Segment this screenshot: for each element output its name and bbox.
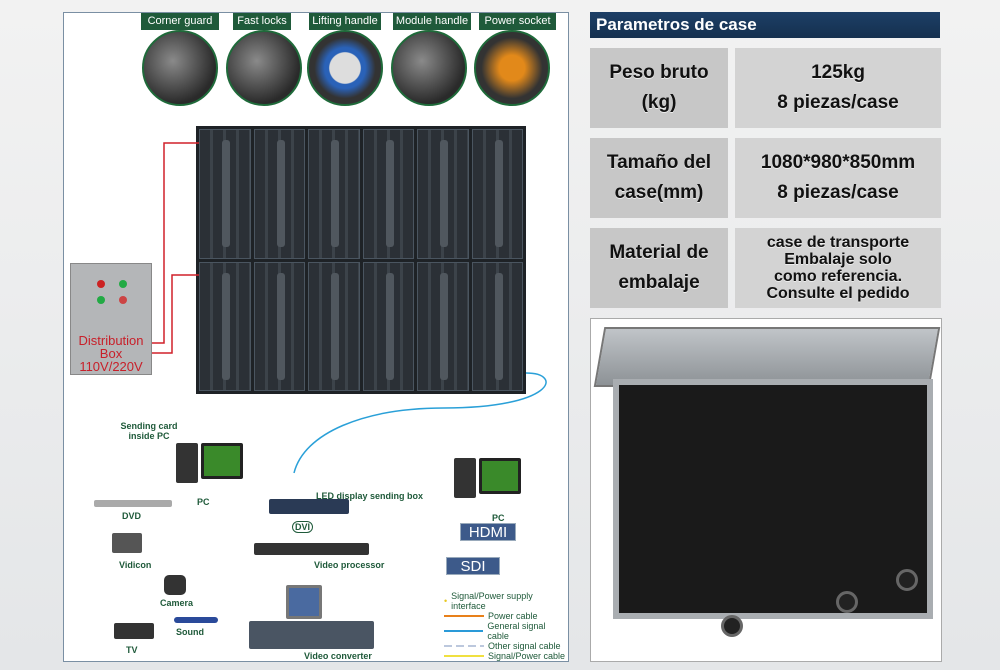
legend-label: Signal/Power cable bbox=[488, 651, 566, 661]
spec-value-line: como referencia. bbox=[773, 268, 903, 285]
distribution-box-label: Distribution bbox=[78, 333, 144, 348]
cabinet bbox=[362, 261, 414, 391]
legend-label: Other signal cable bbox=[488, 641, 561, 651]
indicator-light bbox=[119, 296, 127, 304]
callout-fast-locks: Fast locks bbox=[233, 13, 291, 30]
spec-label-line: Tamaño del bbox=[606, 152, 712, 173]
spec-label-weight: Peso bruto (kg) bbox=[590, 48, 728, 128]
spec-label-material: Material de embalaje bbox=[590, 228, 728, 308]
cabinet bbox=[362, 129, 414, 259]
dvd-player bbox=[94, 500, 172, 507]
camera-label: Camera bbox=[160, 598, 194, 608]
sound-label: Sound bbox=[176, 627, 204, 637]
pc-tower bbox=[176, 443, 198, 483]
legend-label: Power cable bbox=[488, 611, 538, 621]
tv-label: TV bbox=[126, 645, 138, 655]
cabinet bbox=[308, 261, 360, 391]
spec-value-line: 125kg bbox=[811, 62, 865, 83]
specs-title: Parametros de case bbox=[590, 12, 940, 38]
camera-device bbox=[164, 575, 186, 595]
sdi-tag: SDI bbox=[446, 557, 500, 575]
flight-case-photo bbox=[590, 318, 942, 662]
video-converter bbox=[249, 621, 374, 649]
indicator-light bbox=[119, 280, 127, 288]
spec-value-line: 1080*980*850mm bbox=[760, 152, 916, 173]
module-handle-image bbox=[391, 30, 467, 106]
callout-power-socket: Power socket bbox=[479, 13, 556, 30]
cable-legend: •Signal/Power supply interface Power cab… bbox=[444, 591, 568, 661]
callout-corner-guard: Corner guard bbox=[141, 13, 219, 30]
legend-label: General signal cable bbox=[487, 621, 546, 641]
video-converter-label: Video converter bbox=[304, 651, 372, 661]
spec-label-line: Material de bbox=[609, 242, 709, 263]
indicator-light bbox=[97, 296, 105, 304]
hdmi-tag: HDMI bbox=[460, 523, 516, 541]
vidicon-device bbox=[112, 533, 142, 553]
video-processor bbox=[254, 543, 369, 555]
legend-item: General signal cable bbox=[444, 621, 568, 641]
cabinet bbox=[199, 129, 251, 259]
cabinet bbox=[417, 129, 469, 259]
spec-value-line: case de transporte bbox=[766, 234, 910, 251]
dvi-label: DVI bbox=[292, 521, 314, 533]
legend-item: •Signal/Power supply interface bbox=[444, 591, 568, 611]
pc-monitor bbox=[201, 443, 243, 479]
vidicon-label: Vidicon bbox=[119, 560, 152, 570]
legend-item: Power cable bbox=[444, 611, 568, 621]
led-installation-diagram: Corner guard Fast locks Lifting handle M… bbox=[63, 12, 569, 662]
cabinet bbox=[471, 129, 523, 259]
pc-tower bbox=[454, 458, 476, 498]
spec-value-weight: 125kg 8 piezas/case bbox=[735, 48, 941, 128]
video-processor-label: Video processor bbox=[314, 560, 385, 570]
spec-label-line: case(mm) bbox=[614, 182, 704, 203]
spec-value-size: 1080*980*850mm 8 piezas/case bbox=[735, 138, 941, 218]
spec-value-line: Consulte el pedido bbox=[766, 285, 910, 302]
power-socket-image bbox=[474, 30, 550, 106]
cabinet bbox=[417, 261, 469, 391]
dvd-label: DVD bbox=[122, 511, 142, 521]
microphone-device bbox=[174, 617, 218, 623]
distribution-box: Distribution Box 110V/220V bbox=[70, 263, 152, 375]
spec-label-line: (kg) bbox=[641, 92, 677, 113]
sending-card-label: Sending card inside PC bbox=[120, 421, 178, 441]
cabinet bbox=[471, 261, 523, 391]
indicator-light bbox=[97, 280, 105, 288]
spec-label-line: Peso bruto bbox=[609, 62, 709, 83]
pc-monitor bbox=[479, 458, 521, 494]
case-lid bbox=[593, 327, 941, 387]
pc-label: PC bbox=[492, 513, 505, 523]
converter-screen bbox=[286, 585, 322, 619]
led-screen-cabinets bbox=[196, 126, 526, 394]
spec-label-size: Tamaño del case(mm) bbox=[590, 138, 728, 218]
spec-value-line: 8 piezas/case bbox=[777, 182, 899, 203]
corner-guard-image bbox=[142, 30, 218, 106]
cabinet bbox=[308, 129, 360, 259]
distribution-box-voltage: 110V/220V bbox=[79, 359, 143, 374]
callout-module-handle: Module handle bbox=[393, 13, 471, 30]
lifting-handle-image bbox=[307, 30, 383, 106]
spec-value-line: 8 piezas/case bbox=[777, 92, 899, 113]
case-body bbox=[613, 379, 933, 619]
cabinet bbox=[199, 261, 251, 391]
cabinet bbox=[253, 129, 305, 259]
spec-label-line: embalaje bbox=[618, 272, 700, 293]
led-sending-box-label: LED display sending box bbox=[316, 491, 424, 501]
fast-locks-image bbox=[226, 30, 302, 106]
case-wheel bbox=[836, 591, 858, 613]
tv-device bbox=[114, 623, 154, 639]
legend-label: Signal/Power supply interface bbox=[451, 591, 533, 611]
led-sending-box bbox=[269, 499, 349, 514]
cabinet bbox=[253, 261, 305, 391]
pc-label: PC bbox=[197, 497, 210, 507]
cable-lines bbox=[152, 142, 547, 474]
spec-value-line: Embalaje solo bbox=[784, 251, 892, 268]
callout-lifting-handle: Lifting handle bbox=[309, 13, 381, 30]
case-wheel bbox=[721, 615, 743, 637]
case-wheel bbox=[896, 569, 918, 591]
legend-item: Signal/Power cable bbox=[444, 651, 568, 661]
legend-item: Other signal cable bbox=[444, 641, 568, 651]
distribution-box-label: Box bbox=[99, 346, 123, 361]
